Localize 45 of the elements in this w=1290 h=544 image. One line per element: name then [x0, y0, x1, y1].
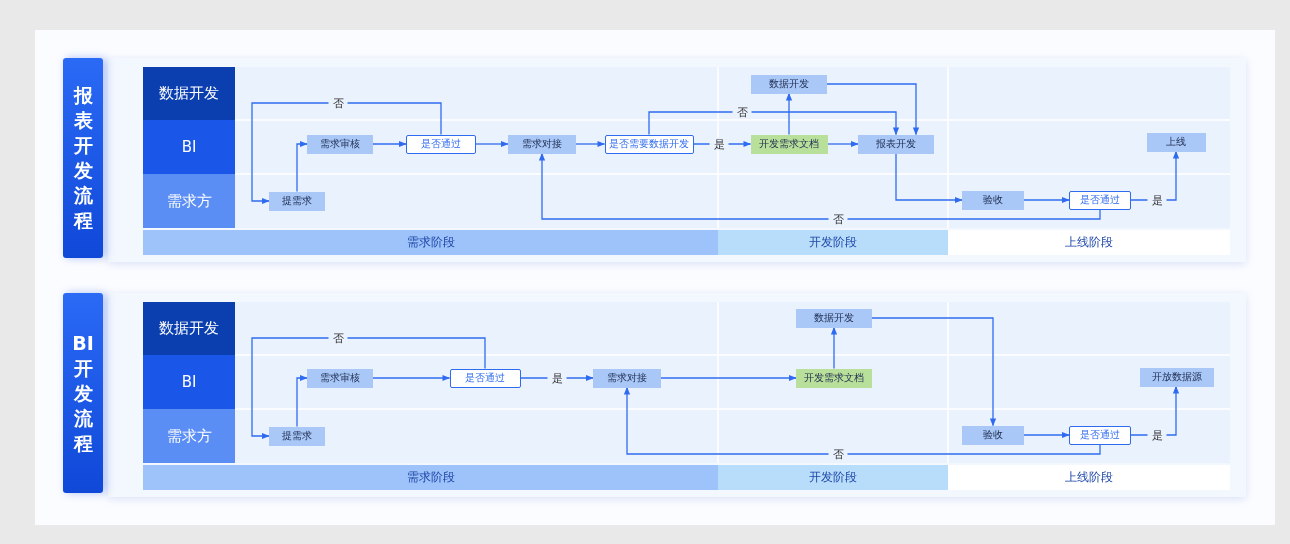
phase-bar: 上线阶段 [948, 230, 1230, 255]
lane-header: 需求方 [143, 409, 235, 463]
arrow [1023, 196, 1070, 204]
lane-header: 需求方 [143, 174, 235, 228]
edge-label: 是 [709, 137, 729, 151]
lane-header: BI [143, 120, 235, 174]
side-title-band: BI开发流程 [63, 293, 103, 493]
arrow [251, 337, 486, 440]
edge-label: 否 [328, 331, 348, 345]
edge-label: 否 [828, 447, 848, 461]
edge-label: 否 [328, 96, 348, 110]
arrow [296, 374, 308, 428]
arrow [575, 140, 606, 148]
arrow [1130, 150, 1180, 201]
arrow [372, 140, 407, 148]
arrow [1023, 431, 1070, 439]
arrow [623, 386, 1101, 455]
edge-label: 否 [732, 105, 752, 119]
arrow [895, 152, 963, 204]
phase-bar: 开发阶段 [718, 465, 948, 490]
arrow [826, 83, 920, 136]
edge-label: 否 [828, 212, 848, 226]
side-title-band: 报表开发流程 [63, 58, 103, 258]
arrow [871, 317, 997, 427]
phase-bar: 开发阶段 [718, 230, 948, 255]
arrow [785, 92, 793, 136]
lane-header: BI [143, 355, 235, 409]
edge-label: 是 [547, 371, 567, 385]
phase-bar: 上线阶段 [948, 465, 1230, 490]
arrow [372, 374, 451, 382]
arrow [296, 140, 308, 193]
arrow [660, 374, 797, 382]
arrow [251, 102, 442, 205]
phase-bar: 需求阶段 [143, 465, 718, 490]
edge-label: 是 [1147, 428, 1167, 442]
arrow [648, 111, 900, 136]
arrow [475, 140, 509, 148]
lane-header: 数据开发 [143, 67, 235, 120]
phase-bar: 需求阶段 [143, 230, 718, 255]
edge-label: 是 [1147, 193, 1167, 207]
arrow [826, 140, 859, 148]
arrow [538, 152, 1101, 220]
lane-header: 数据开发 [143, 302, 235, 355]
arrow [1130, 385, 1180, 436]
arrow [830, 326, 838, 370]
